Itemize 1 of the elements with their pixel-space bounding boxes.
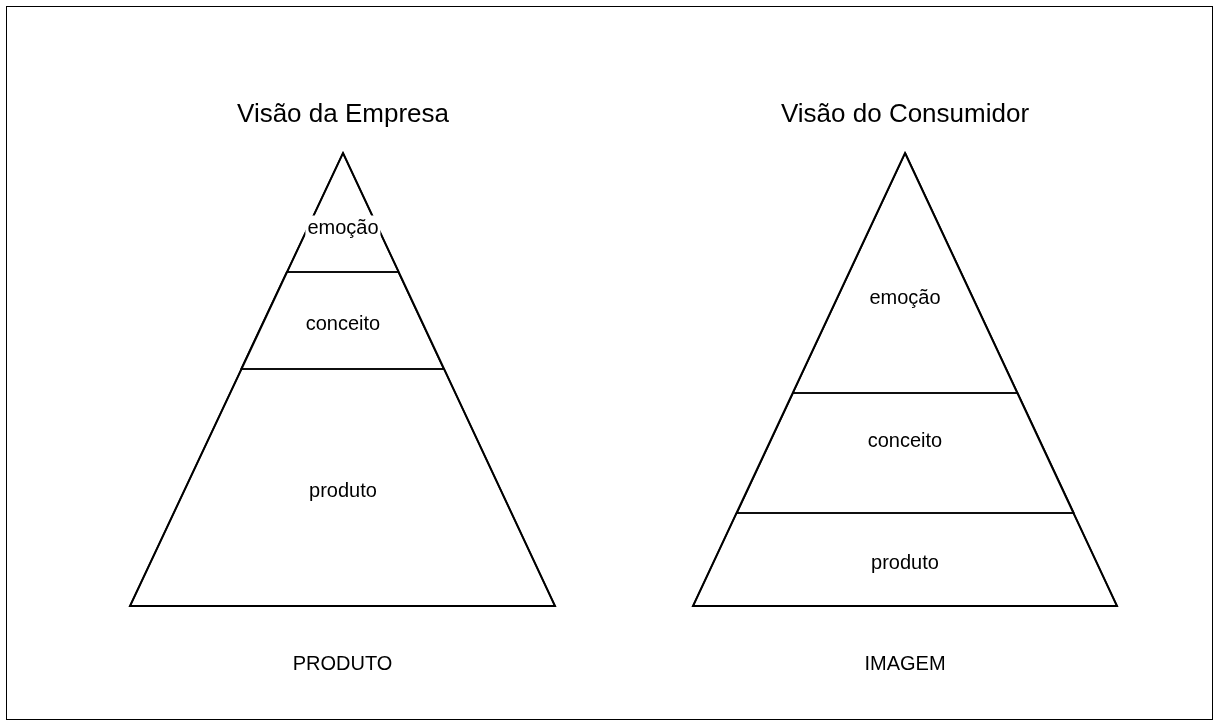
layer-label: emoção bbox=[305, 215, 381, 239]
